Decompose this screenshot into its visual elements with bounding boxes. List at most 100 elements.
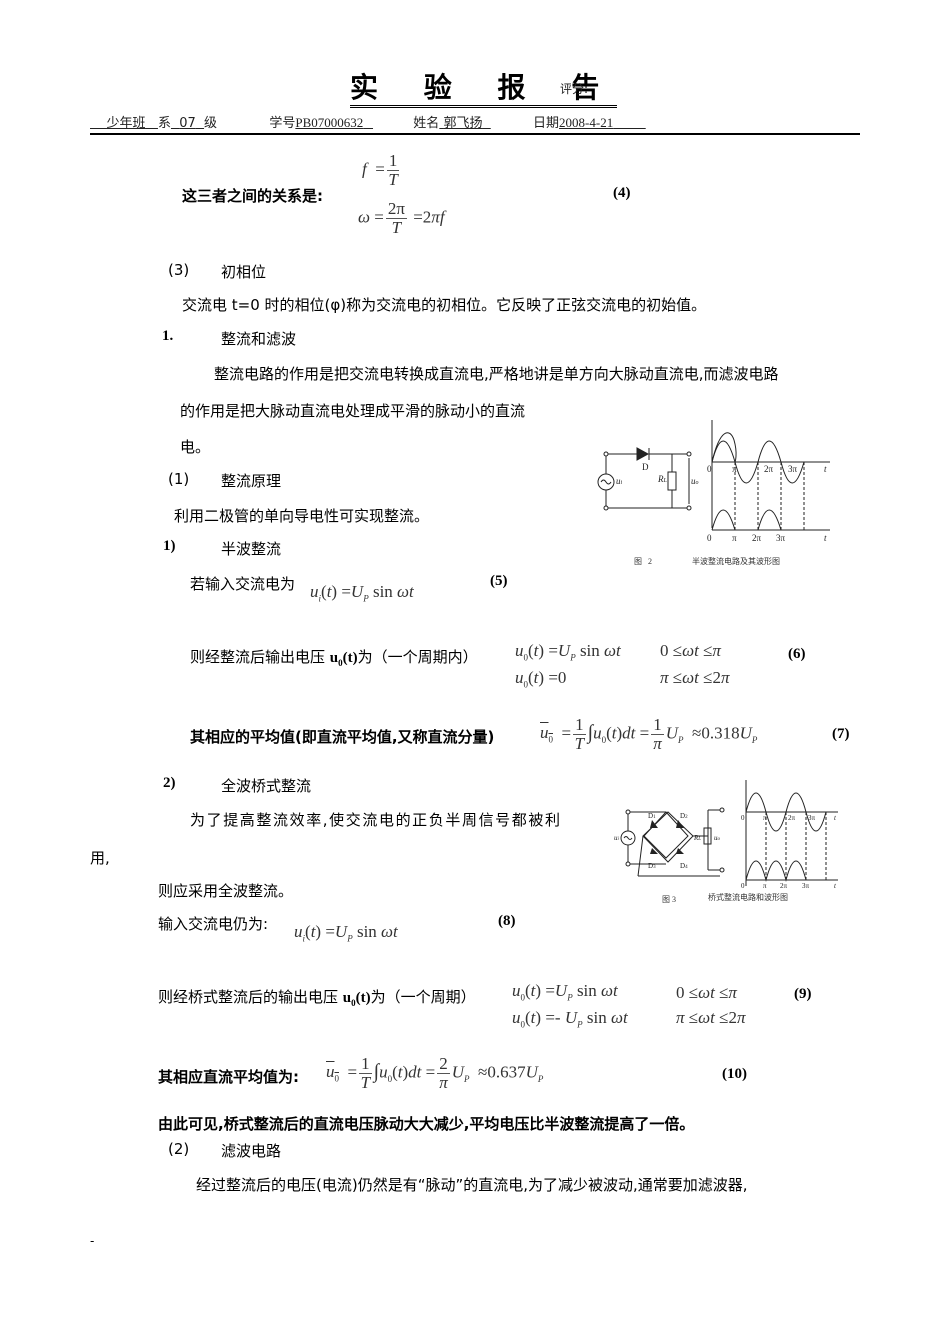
equation-6-number: (6) [788, 646, 806, 662]
svg-text:3π: 3π [776, 533, 786, 543]
equation-9-condition1: 0 ≤ωt ≤π [676, 983, 737, 1002]
full-wave-paragraph-line2: 用, [90, 849, 110, 867]
svg-text:π: π [763, 814, 767, 822]
equation-9-condition2: π ≤ωt ≤2π [676, 1008, 746, 1027]
footer-mark: - [90, 1234, 95, 1248]
svg-text:RL: RL [693, 834, 701, 842]
svg-text:D3: D3 [648, 862, 656, 870]
report-title: 实 验 报 告 [350, 71, 618, 108]
svg-text:2π: 2π [788, 814, 796, 822]
bridge-rectifier-circuit-diagram: D1 D2 D3 D4 RL ui uo 0 π 2π 3π t 0 π 2π 3π t 图 3… [614, 780, 838, 904]
svg-text:0: 0 [741, 882, 745, 890]
figure-2-half-wave: D RL ui uo 0 π 2π 3π t 0 π 2π 3π t 图 2 半波整流电路及其波… [592, 418, 842, 573]
student-info-line: 少年班 系 07 级 学号PB07000632 姓名 郭飞扬 日期2008-4-… [90, 112, 646, 131]
svg-text:D: D [642, 462, 649, 472]
rectifier-paragraph-line3: 电。 [180, 438, 211, 456]
full-wave-title: 全波桥式整流 [221, 777, 312, 795]
section-3-number: (3) [168, 261, 190, 279]
svg-text:D1: D1 [648, 812, 656, 820]
equation-8-number: (8) [498, 913, 516, 929]
subsection-2-number: (2) [168, 1140, 190, 1158]
svg-text:π: π [732, 533, 737, 543]
svg-text:t: t [824, 464, 827, 474]
header-rule [90, 133, 860, 135]
filter-text: 经过整流后的电压(电流)仍然是有“脉动”的直流电,为了减少被波动,通常要加滤波器… [196, 1176, 748, 1194]
equation-6-line1: u0(t) =UP sin ωt [515, 641, 621, 663]
svg-text:ui: ui [614, 834, 620, 842]
section-1-number: 1. [162, 328, 174, 344]
svg-text:0: 0 [707, 464, 712, 474]
equation-6-label: 则经整流后输出电压 u0(t)为（一个周期内） [190, 648, 478, 668]
figure-3-bridge: D1 D2 D3 D4 RL ui uo 0 π 2π 3π t 0 π 2π 3π t 图 3… [608, 778, 843, 908]
equation-6-condition2: π ≤ωt ≤2π [660, 668, 730, 687]
equation-4-number: (4) [613, 185, 631, 201]
equation-5-number: (5) [490, 573, 508, 589]
rectifier-paragraph-line2: 的作用是把大脉动直流电处理成平滑的脉动小的直流 [180, 402, 526, 420]
svg-text:2π: 2π [780, 882, 788, 890]
svg-text:ui: ui [616, 476, 623, 486]
svg-text:0: 0 [741, 814, 745, 822]
section-1-title: 整流和滤波 [221, 330, 297, 348]
dept-suffix: 系 [157, 116, 171, 131]
equation-10-number: (10) [722, 1066, 747, 1082]
svg-text:π: π [763, 882, 767, 890]
date-field: 2008-4-21 [559, 115, 614, 130]
equation-9-line2: u0(t) =- UP sin ωt [512, 1008, 628, 1030]
date-label: 日期 [533, 116, 560, 131]
equation-8-label: 输入交流电仍为: [158, 915, 269, 933]
svg-text:t: t [834, 882, 837, 890]
svg-text:D4: D4 [680, 862, 688, 870]
report-title-wrap: 实 验 报 告 [350, 66, 618, 108]
full-wave-paragraph-line3: 则应采用全波整流。 [158, 882, 294, 900]
department-field: 少年班 [106, 116, 146, 131]
student-id-field: PB07000632 [295, 115, 364, 130]
svg-text:桥式整流电路和波形图: 桥式整流电路和波形图 [708, 892, 788, 902]
svg-text:2π: 2π [764, 464, 774, 474]
equation-5-expression: ui(t) =UP sin ωt [310, 582, 414, 604]
svg-text:uo: uo [691, 476, 699, 486]
svg-text:3π: 3π [808, 814, 816, 822]
svg-text:2π: 2π [752, 533, 762, 543]
svg-text:RL: RL [657, 474, 668, 484]
svg-text:3π: 3π [802, 882, 810, 890]
section-3-title: 初相位 [221, 263, 267, 281]
subsection-2-title: 滤波电路 [221, 1142, 282, 1160]
svg-text:0: 0 [707, 533, 712, 543]
equation-6-condition1: 0 ≤ωt ≤π [660, 641, 721, 660]
equation-7-number: (7) [832, 726, 850, 742]
half-wave-title: 半波整流 [221, 540, 282, 558]
svg-text:半波整流电路及其波形图: 半波整流电路及其波形图 [692, 556, 780, 566]
svg-text:图 2: 图 2 [634, 557, 652, 566]
half-wave-circuit-diagram: D RL ui uo 0 π 2π 3π t 0 π 2π 3π t 图 2 半波整流电路及其波… [597, 420, 830, 566]
svg-text:π: π [732, 464, 737, 474]
equation-9-number: (9) [794, 986, 812, 1002]
conclusion-text: 由此可见,桥式整流后的直流电压脉动大大减少,平均电压比半波整流提高了一倍。 [158, 1115, 695, 1133]
equation-6-line2: u0(t) =0 [515, 668, 567, 690]
equation-8-expression: ui(t) =UP sin ωt [294, 922, 398, 944]
full-wave-number: 2) [163, 775, 176, 791]
svg-text:3π: 3π [788, 464, 798, 474]
equation-5-label: 若输入交流电为 [190, 575, 296, 593]
rectifier-paragraph-line1: 整流电路的作用是把交流电转换成直流电,严格地讲是单方向大脉动直流电,而滤波电路 [214, 365, 779, 383]
score-label: 评分: [560, 82, 589, 96]
relation-label: 这三者之间的关系是: [182, 187, 323, 205]
grade-suffix: 级 [204, 116, 218, 131]
name-label: 姓名 [413, 116, 440, 131]
subsection-1-title: 整流原理 [221, 472, 282, 490]
svg-text:D2: D2 [680, 812, 688, 820]
svg-text:t: t [824, 533, 827, 543]
equation-9-label: 则经桥式整流后的输出电压 u0(t)为（一个周期） [158, 988, 476, 1008]
grade-field: 07 [179, 116, 196, 131]
full-wave-paragraph-line1: 为了提高整流效率,使交流电的正负半周信号都被利 [190, 811, 562, 829]
svg-text:图 3: 图 3 [662, 895, 676, 904]
svg-text:t: t [834, 814, 837, 822]
subsection-1-text: 利用二极管的单向导电性可实现整流。 [174, 507, 430, 525]
svg-text:uo: uo [714, 834, 721, 842]
equation-9-line1: u0(t) =UP sin ωt [512, 981, 618, 1003]
section-3-text: 交流电 t=0 时的相位(φ)称为交流电的初相位。它反映了正弦交流电的初始值。 [182, 296, 707, 314]
student-id-label: 学号 [269, 116, 296, 131]
